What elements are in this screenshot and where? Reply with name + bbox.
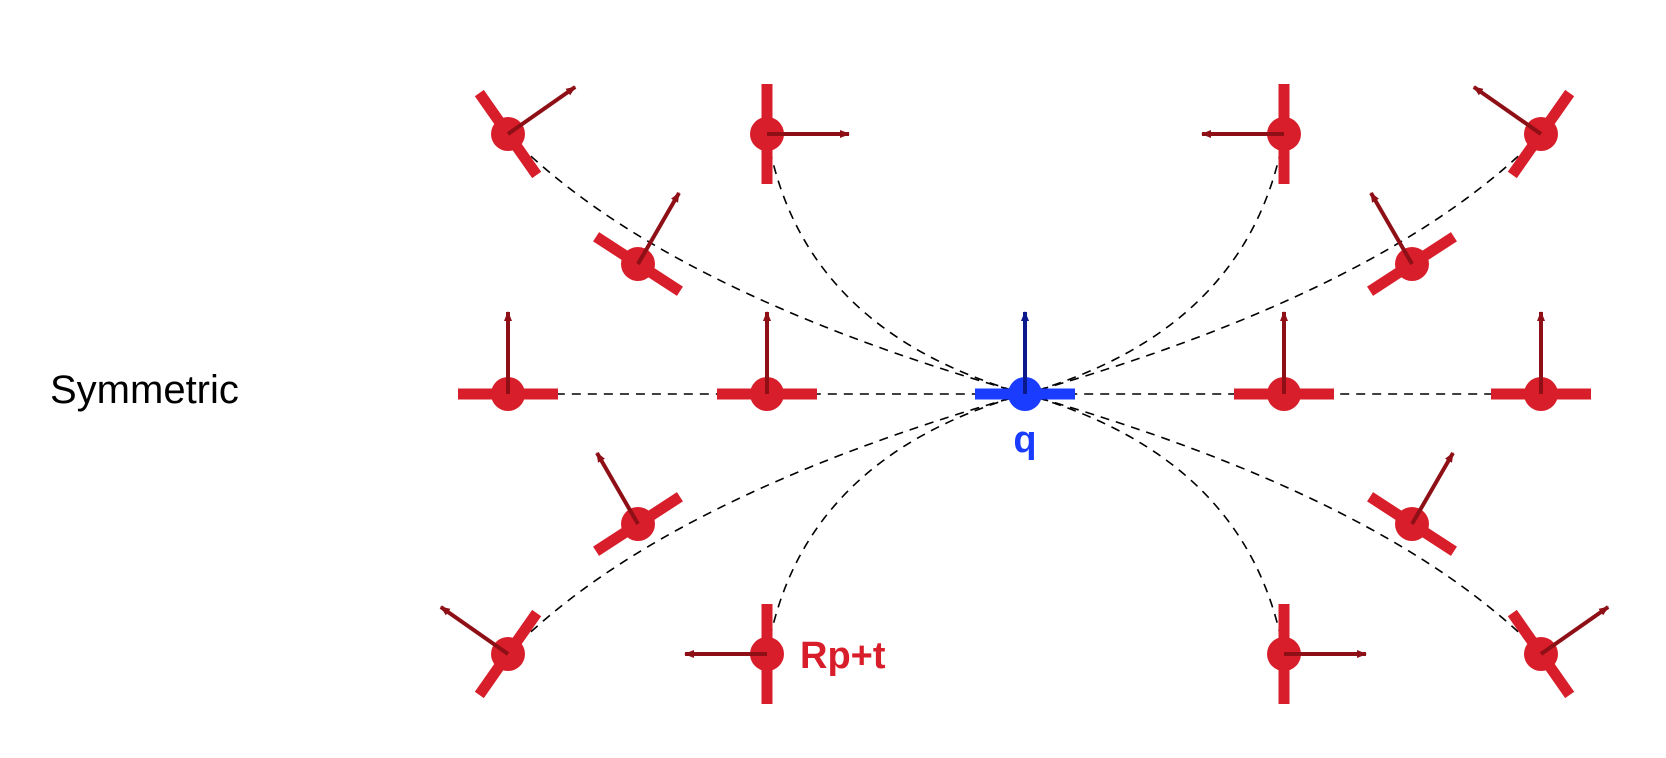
annotation-label: Rp+t (800, 635, 886, 677)
dashed-curve-6 (1024, 133, 1542, 395)
atom-11 (1367, 191, 1457, 296)
dashed-curve-5 (766, 393, 1026, 655)
dashed-curve-1 (507, 133, 1026, 395)
moment-arrow (1410, 451, 1455, 526)
center-label: q (1013, 419, 1036, 461)
dashed-curve-4 (507, 393, 1026, 655)
moment-arrow (506, 85, 577, 136)
moment-arrow (1539, 605, 1610, 656)
atom-3 (593, 191, 683, 296)
atom-13 (1234, 311, 1334, 411)
dashed-curve-7 (1024, 133, 1285, 395)
atom-15 (1507, 605, 1610, 699)
moment-arrow (636, 191, 681, 265)
atom-6 (593, 451, 683, 556)
atom-16 (1267, 604, 1367, 704)
atom-7 (439, 605, 542, 699)
atom-4 (458, 311, 558, 411)
atom-8 (684, 604, 784, 704)
center-atom (975, 311, 1075, 411)
atom-1 (474, 85, 577, 179)
atom-group (439, 84, 1610, 704)
atom-9 (1472, 85, 1575, 179)
atom-5 (717, 311, 817, 411)
moment-arrow (1369, 191, 1414, 265)
atom-10 (1201, 84, 1301, 184)
dashed-orbit-lines (507, 133, 1542, 655)
atom-12 (1491, 311, 1591, 411)
atom-2 (750, 84, 850, 184)
moment-arrow (1472, 85, 1543, 136)
dashed-curve-2 (766, 133, 1026, 395)
row-label: Symmetric (50, 368, 239, 412)
dashed-curve-9 (1024, 393, 1542, 655)
moment-arrow (439, 605, 510, 656)
dashed-curve-10 (1024, 393, 1285, 655)
moment-arrow (595, 451, 640, 526)
atom-14 (1367, 451, 1457, 556)
